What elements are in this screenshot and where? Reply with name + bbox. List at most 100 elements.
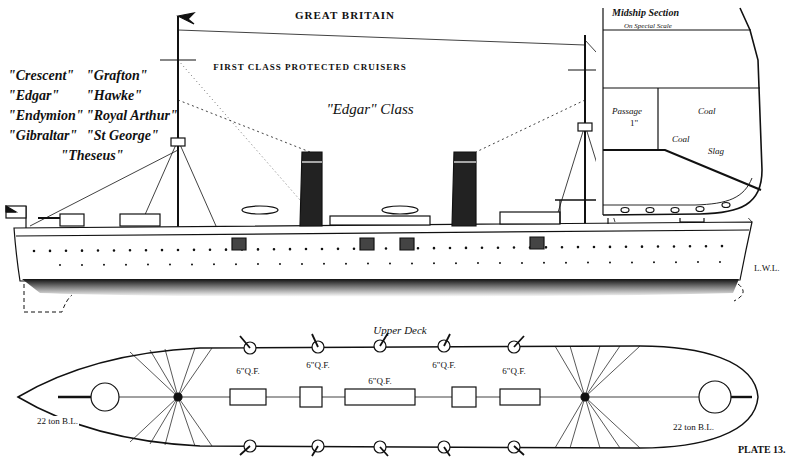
casemate: [360, 238, 374, 250]
section-title-holder: Midship Section: [612, 2, 679, 20]
ensign: [6, 206, 26, 218]
plan-hull: [18, 346, 758, 448]
gun-label: 6"Q.F.: [501, 366, 526, 376]
funnel: [300, 387, 322, 407]
view-title: Upper Deck: [373, 324, 426, 336]
rigging-line: [476, 100, 585, 152]
fighting-top: [578, 123, 592, 131]
compartment-label-holder: Passage: [612, 100, 642, 118]
scuttle: [696, 207, 704, 212]
class-name-holder: "Edgar" Class: [326, 100, 413, 118]
casemate: [400, 238, 414, 250]
casemate: [232, 238, 246, 250]
scuttles: [60, 262, 720, 265]
mast: [174, 393, 182, 401]
bridge: [559, 200, 560, 224]
gun-label-holder: 6"Q.F.: [367, 370, 392, 388]
ship-name: "Gibraltar": [8, 128, 77, 143]
rigging-line: [178, 60, 300, 200]
ensign: [6, 211, 16, 212]
rigging-line: [140, 140, 178, 226]
ship-name-holder: "Grafton": [86, 66, 147, 84]
waterline-label-holder: L.W.L.: [754, 257, 779, 275]
midship-section: [596, 0, 800, 218]
shroud-fan: [130, 348, 212, 446]
section-deck: [603, 87, 760, 88]
gun-label: 22 ton B.L.: [672, 422, 715, 432]
funnel: [452, 387, 476, 407]
scuttle: [722, 203, 730, 208]
deck-house: [120, 214, 160, 226]
ship-name-holder: "Royal Arthur": [86, 106, 178, 124]
compartment-label: Passage: [612, 106, 642, 116]
casemate: [530, 237, 544, 249]
inner-bottom: [603, 178, 752, 205]
section-hull: [603, 8, 762, 215]
funnel-band: [302, 161, 322, 162]
deck-house: [330, 216, 430, 225]
ship-name-holder: "Theseus": [61, 146, 124, 164]
scuttle: [621, 208, 629, 213]
section-title: Midship Section: [612, 7, 679, 18]
class-heading-holder: FIRST CLASS PROTECTED CRUISERS: [213, 56, 407, 74]
funnel-band: [454, 161, 476, 162]
gun-label-holder: 6"Q.F.: [501, 360, 526, 378]
gun-label: 6"Q.F.: [235, 366, 260, 376]
gun-label-holder: 6"Q.F.: [305, 354, 330, 372]
ship-name: "Grafton": [86, 68, 147, 83]
gun-label: 6"Q.F.: [305, 360, 330, 370]
hatch: [345, 389, 415, 405]
deck-house: [500, 212, 560, 224]
gun-barrel: [58, 396, 91, 398]
compartment-label: Coal: [672, 134, 690, 144]
compartment-label-holder: Coal: [698, 100, 716, 118]
ship-name-holder: "Gibraltar": [8, 126, 77, 144]
plate-number-holder: PLATE 13.: [738, 439, 786, 457]
gun-label-holder: 6"Q.F.: [431, 354, 456, 372]
hatch: [500, 389, 540, 405]
ship-name: "Hawke": [86, 88, 142, 103]
ship-name-holder: "Crescent": [8, 66, 74, 84]
deck-plan: [18, 333, 758, 456]
compartment-label: Coal: [698, 106, 716, 116]
yard: [160, 59, 196, 60]
underwater-outline: [24, 284, 72, 312]
scuttle: [671, 208, 679, 213]
gun-label: 22 ton B.L.: [36, 416, 79, 426]
funnel: [452, 152, 476, 226]
ship-name: "Theseus": [61, 148, 124, 163]
plate-number: PLATE 13.: [738, 444, 786, 455]
gun-barrel: [731, 396, 752, 398]
rigging-line: [178, 140, 216, 226]
ship-name: "St George": [86, 128, 159, 143]
protective-deck: [603, 150, 761, 190]
gun-barrel: [240, 446, 524, 456]
rigging-line: [178, 100, 310, 152]
boat: [242, 206, 278, 214]
compartment-label-holder: Slag: [708, 140, 724, 158]
hatch: [230, 389, 266, 405]
ship-name: "Crescent": [8, 68, 74, 83]
gun-barrel: [38, 217, 60, 219]
gun-label: 6"Q.F.: [431, 360, 456, 370]
ship-name-holder: "St George": [86, 126, 159, 144]
gun-label-holder: 22 ton B.L.: [672, 416, 715, 434]
section-ground: [596, 0, 800, 218]
gun-label-holder: 6"Q.F.: [235, 360, 260, 378]
barbette: [699, 381, 731, 413]
centre-line: [602, 8, 603, 215]
ship-name: "Royal Arthur": [86, 108, 178, 123]
deck-strake: [16, 230, 749, 236]
underwater-outline: [734, 284, 743, 301]
scuttle: [646, 208, 654, 213]
boat: [382, 206, 418, 214]
pennant: [178, 13, 194, 24]
ship-name-holder: "Edgar": [8, 86, 59, 104]
rigging-line: [178, 30, 585, 45]
gun-label-holder: 22 ton B.L.: [36, 410, 79, 428]
scale-note: On Special Scale: [624, 22, 672, 30]
ship-name: "Endymion": [8, 108, 83, 123]
ensign: [6, 206, 16, 212]
ship-name-holder: "Hawke": [86, 86, 142, 104]
